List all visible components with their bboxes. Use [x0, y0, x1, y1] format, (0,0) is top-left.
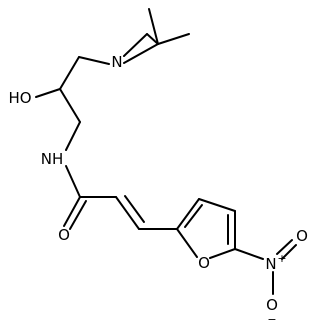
charge-nitro-n: + [277, 252, 286, 265]
nitro-group [234, 239, 297, 295]
charge-nitro-o-bottom: − [267, 313, 276, 325]
bond-nh-carbonyl [65, 165, 81, 198]
amide-group [63, 165, 117, 230]
atom-hydroxyl: HO [8, 89, 31, 107]
aziridine-ring [123, 8, 190, 64]
bond-c5-nitro-n [234, 248, 264, 260]
bond-furan-c3-c4 [198, 198, 236, 212]
hydroxypropyl-chain [35, 56, 110, 151]
bond-methyl-b [157, 33, 190, 45]
bond-ch2-choh [59, 56, 80, 90]
bond-methyl-a [148, 8, 159, 45]
bond-alkene-1 [115, 196, 140, 230]
atom-carbonyl-o: O [58, 226, 70, 244]
bond-ring-n-cq [123, 43, 159, 64]
bond-nitro-n-o-top-2 [281, 244, 297, 260]
bond-carbonyl-o-2 [69, 200, 87, 230]
bond-alkene-2 [124, 195, 145, 223]
alkene-linker [115, 195, 178, 230]
atom-nitro-o-top: O [296, 227, 308, 245]
atom-labels: N HO NH O O N + O O − [8, 53, 307, 325]
bond-furan-o-c2 [176, 228, 198, 258]
bond-furan-c5-o [209, 248, 236, 259]
bond-nitro-n-o-top-1 [276, 239, 293, 255]
bond-carbonyl-o-1 [63, 196, 81, 227]
bond-choh-ch2 [59, 88, 81, 123]
bond-furan-c2-c3-inner [184, 204, 203, 228]
bond-choh-oh [35, 88, 61, 98]
bond-ring-ch2-cq [146, 33, 159, 45]
atom-furan-o: O [198, 254, 210, 272]
atom-nitro-o-bottom: O [266, 296, 278, 314]
atom-nitro-n: N [265, 255, 276, 273]
bond-furan-c2-c3 [176, 198, 200, 230]
bond-n-ch2 [78, 56, 110, 65]
atom-aziridine-n: N [111, 53, 122, 71]
furan-ring [176, 198, 236, 259]
atom-amide-nh: NH [41, 150, 64, 168]
bond-ring-n-ch2 [123, 33, 148, 57]
bond-ch2-nh [65, 121, 81, 151]
